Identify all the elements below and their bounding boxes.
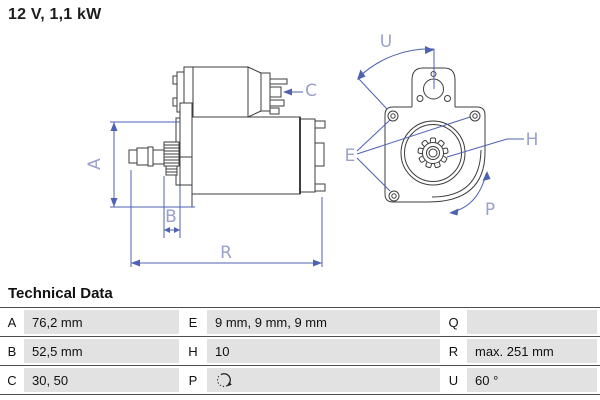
table-row: B 52,5 mm H 10 R max. 251 mm (0, 336, 600, 365)
key-cell-e: E (179, 310, 207, 334)
pinion-gear (417, 137, 449, 169)
dimension-label-u: U (380, 32, 392, 52)
starter-motor-technical-drawing: A B C R (85, 32, 539, 267)
page-title: 12 V, 1,1 kW (8, 6, 102, 23)
value-cell-a: 76,2 mm (24, 310, 179, 334)
value-cell-e: 9 mm, 9 mm, 9 mm (207, 310, 440, 334)
value-cell-b: 52,5 mm (24, 339, 179, 363)
technical-data-heading: Technical Data (8, 285, 113, 302)
key-cell-p: P (179, 368, 207, 392)
front-view-dimension-arrows (357, 46, 491, 216)
dimension-label-b: B (165, 207, 177, 227)
value-cell-p (207, 368, 440, 392)
mounting-holes (387, 110, 481, 202)
key-cell-u: U (440, 368, 467, 392)
value-cell-c: 30, 50 (24, 368, 179, 392)
side-view (128, 66, 326, 208)
dimension-label-c: C (305, 81, 317, 101)
value-cell-q (467, 310, 597, 334)
technical-data-table: A 76,2 mm E 9 mm, 9 mm, 9 mm Q B 52,5 mm… (0, 307, 600, 395)
dimension-label-r: R (220, 243, 232, 263)
value-cell-h: 10 (207, 339, 440, 363)
table-row: C 30, 50 P U 60 ° (0, 365, 600, 395)
key-cell-h: H (179, 339, 207, 363)
key-cell-q: Q (440, 310, 467, 334)
dimension-label-h: H (526, 130, 539, 150)
key-cell-r: R (440, 339, 467, 363)
value-cell-r: max. 251 mm (467, 339, 597, 363)
key-cell-b: B (0, 339, 24, 363)
side-view-dimensions (110, 91, 323, 267)
value-cell-u: 60 ° (467, 368, 597, 392)
dimension-label-p: P (485, 200, 495, 220)
front-view (384, 67, 486, 203)
table-row: A 76,2 mm E 9 mm, 9 mm, 9 mm Q (0, 307, 600, 336)
dimension-label-a: A (85, 158, 105, 170)
side-view-dimension-arrows (110, 88, 322, 267)
dimension-label-e: E (345, 146, 356, 166)
key-cell-c: C (0, 368, 24, 392)
key-cell-a: A (0, 310, 24, 334)
front-view-dimensions (356, 48, 524, 213)
rotation-clockwise-icon (217, 373, 232, 387)
